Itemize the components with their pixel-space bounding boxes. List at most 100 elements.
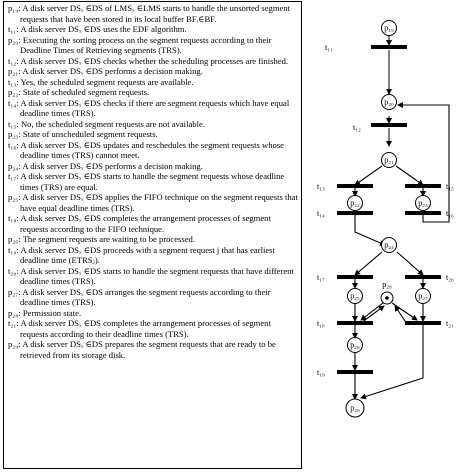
transition-t18	[337, 321, 373, 325]
label-p28: p₂₈	[382, 280, 392, 289]
place-p29	[345, 398, 365, 418]
legend-code: t₁₁:	[8, 24, 19, 34]
legend-code: p₂₇:	[8, 286, 21, 297]
label-p25: p₂₅	[350, 292, 360, 301]
legend-text: Permission state.	[22, 307, 82, 318]
legend-code: p₁₉:	[8, 3, 21, 13]
legend-text: State of unscheduled segment requests.	[22, 129, 158, 139]
legend-entry-p26: p₂₆: The segment requests are waiting to…	[8, 234, 298, 245]
label-t19: t₁₉	[317, 368, 325, 377]
label-p27: p₂₇	[418, 292, 428, 301]
legend-text: A disk server DSₓ ∈DS updates and resche…	[20, 139, 284, 161]
label-t12: t₁₂	[353, 123, 361, 132]
label-p22: p₂₂	[350, 199, 360, 208]
legend-text: A disk server DSₓ ∈DS proceeds with a se…	[20, 244, 275, 266]
petri-net-diagram: p₁₉ p₂₀ p₂₁ p₂₂ p₂₃ p₂₄ p₂₅ p₂₇ p₂₆ p₂₉ …	[317, 20, 454, 418]
label-t18: t₁₈	[317, 319, 325, 328]
label-p21: p₂₁	[384, 156, 394, 165]
legend-code: p₂₆:	[8, 234, 21, 244]
legend-code: t₁₇:	[8, 171, 19, 181]
legend-entry-t20: t₂₀: A disk server DSₓ ∈DS starts to han…	[8, 266, 298, 287]
label-p23: p₂₃	[418, 199, 428, 208]
legend-code: p₂₄:	[8, 160, 21, 171]
legend-text: A disk server DSₓ ∈DS arranges the segme…	[20, 286, 271, 308]
place-p23	[415, 195, 431, 211]
legend-entry-p25: p₂₅: A disk server DSₓ ∈DS applies the F…	[8, 192, 298, 213]
label-p20: p₂₀	[384, 98, 394, 107]
legend-code: p₂₁:	[8, 66, 21, 76]
label-p19: p₁₉	[384, 24, 394, 33]
legend-code: p₂₅:	[8, 192, 21, 202]
legend-code: p₂₀:	[8, 34, 21, 45]
legend-code: t₂₀:	[8, 265, 19, 276]
label-t20: t₂₀	[446, 273, 454, 282]
legend-text: A disk server DSₓ ∈DS starts to handle t…	[20, 265, 294, 287]
legend-code: t₁₉:	[8, 244, 19, 255]
legend-entry-t17: t₁₇: A disk server DSₓ ∈DS starts to han…	[8, 171, 298, 192]
legend-entry-p29: p₂₉: A disk server DSₓ ∈DS prepares the …	[8, 339, 298, 360]
legend-entry-p23: p₂₃: State of unscheduled segment reques…	[8, 129, 298, 140]
legend-text: A disk server DSₓ ∈DS applies the FIFO t…	[20, 192, 298, 213]
place-p25	[347, 288, 363, 304]
legend-entry-t18: t₁₈: A disk server DSₓ ∈DS completes the…	[8, 213, 298, 234]
transition-t13	[337, 184, 373, 188]
label-p24: p₂₄	[384, 241, 394, 250]
legend-code: t₁₅:	[8, 118, 19, 129]
transition-t16	[405, 211, 441, 215]
legend-text: A disk server DSₓ ∈DS of LMSₓ ∈LMS start…	[20, 3, 290, 24]
legend-code: t₁₄:	[8, 97, 19, 108]
legend-text: A disk server DSₓ ∈DS prepares the segme…	[20, 339, 276, 360]
transition-t17	[337, 275, 373, 279]
legend-code: p₂₃:	[8, 129, 21, 139]
label-t11: t₁₁	[325, 43, 333, 52]
legend-entry-t15: t₁₅: No, the scheduled segment requests …	[8, 119, 298, 130]
token-p28	[385, 296, 389, 300]
place-transition-legend: p₁₉: A disk server DSₓ ∈DS of LMSₓ ∈LMS …	[3, 1, 302, 469]
legend-text: No, the scheduled segment requests are n…	[20, 118, 205, 129]
legend-code: t₁₆:	[8, 139, 19, 150]
legend-entry-p28: p₂₈: Permission state.	[8, 308, 298, 319]
legend-code: p₂₉:	[8, 339, 21, 349]
place-p21	[381, 152, 397, 168]
transition-t15	[405, 184, 441, 188]
legend-entry-t13: t₁₃: Yes, the scheduled segment requests…	[8, 77, 298, 88]
legend-entry-p19: p₁₉: A disk server DSₓ ∈DS of LMSₓ ∈LMS …	[8, 3, 298, 24]
legend-text: The segment requests are waiting to be p…	[22, 234, 195, 244]
legend-entry-t14: t₁₄: A disk server DSₓ ∈DS checks if the…	[8, 98, 298, 119]
place-p22	[347, 195, 363, 211]
legend-code: t₂₁:	[8, 318, 19, 328]
transition-t11	[371, 45, 407, 49]
legend-text: A disk server DSₓ ∈DS uses the EDF algor…	[20, 24, 187, 34]
place-p24	[381, 237, 397, 253]
legend-code: p₂₂:	[8, 87, 21, 97]
legend-text: State of scheduled segment requests.	[22, 87, 150, 97]
legend-text: A disk server DSₓ ∈DS performs a decisio…	[22, 66, 203, 76]
label-t14: t₁₄	[317, 209, 325, 218]
legend-code: p₂₈:	[8, 307, 21, 318]
transition-t21	[405, 321, 441, 325]
label-p26: p₂₆	[350, 341, 360, 350]
legend-entry-t19: t₁₉: A disk server DSₓ ∈DS proceeds with…	[8, 245, 298, 266]
visible-arcs	[352, 102, 450, 400]
legend-entry-p22: p₂₂: State of scheduled segment requests…	[8, 87, 298, 98]
label-t13: t₁₃	[317, 182, 325, 191]
transition-t19	[337, 370, 373, 374]
legend-text: A disk server DSₓ ∈DS performs a decisio…	[22, 160, 203, 171]
legend-entry-p21: p₂₁: A disk server DSₓ ∈DS performs a de…	[8, 66, 298, 77]
label-t17: t₁₇	[317, 273, 325, 282]
legend-code: t₁₃:	[8, 76, 19, 87]
legend-text: A disk server DSₓ ∈DS checks if there ar…	[20, 97, 290, 119]
place-p20	[381, 94, 397, 110]
legend-text: A disk server DSₓ ∈DS completes the arra…	[20, 213, 271, 234]
legend-text: A disk server DSₓ ∈DS completes the arra…	[20, 318, 271, 339]
legend-text: A disk server DSₓ ∈DS starts to handle t…	[20, 171, 285, 192]
legend-text: Executing the sorting process on the seg…	[20, 34, 272, 56]
legend-code: t₁₈:	[8, 213, 19, 223]
transition-t20	[405, 275, 441, 279]
place-p26	[347, 337, 363, 353]
transition-t12	[371, 123, 407, 127]
legend-text: A disk server DSₓ ∈DS checks whether the…	[20, 55, 289, 66]
label-t15: t₁₅	[446, 182, 454, 191]
place-p19	[381, 20, 397, 36]
legend-code: t₁₂:	[8, 55, 19, 66]
